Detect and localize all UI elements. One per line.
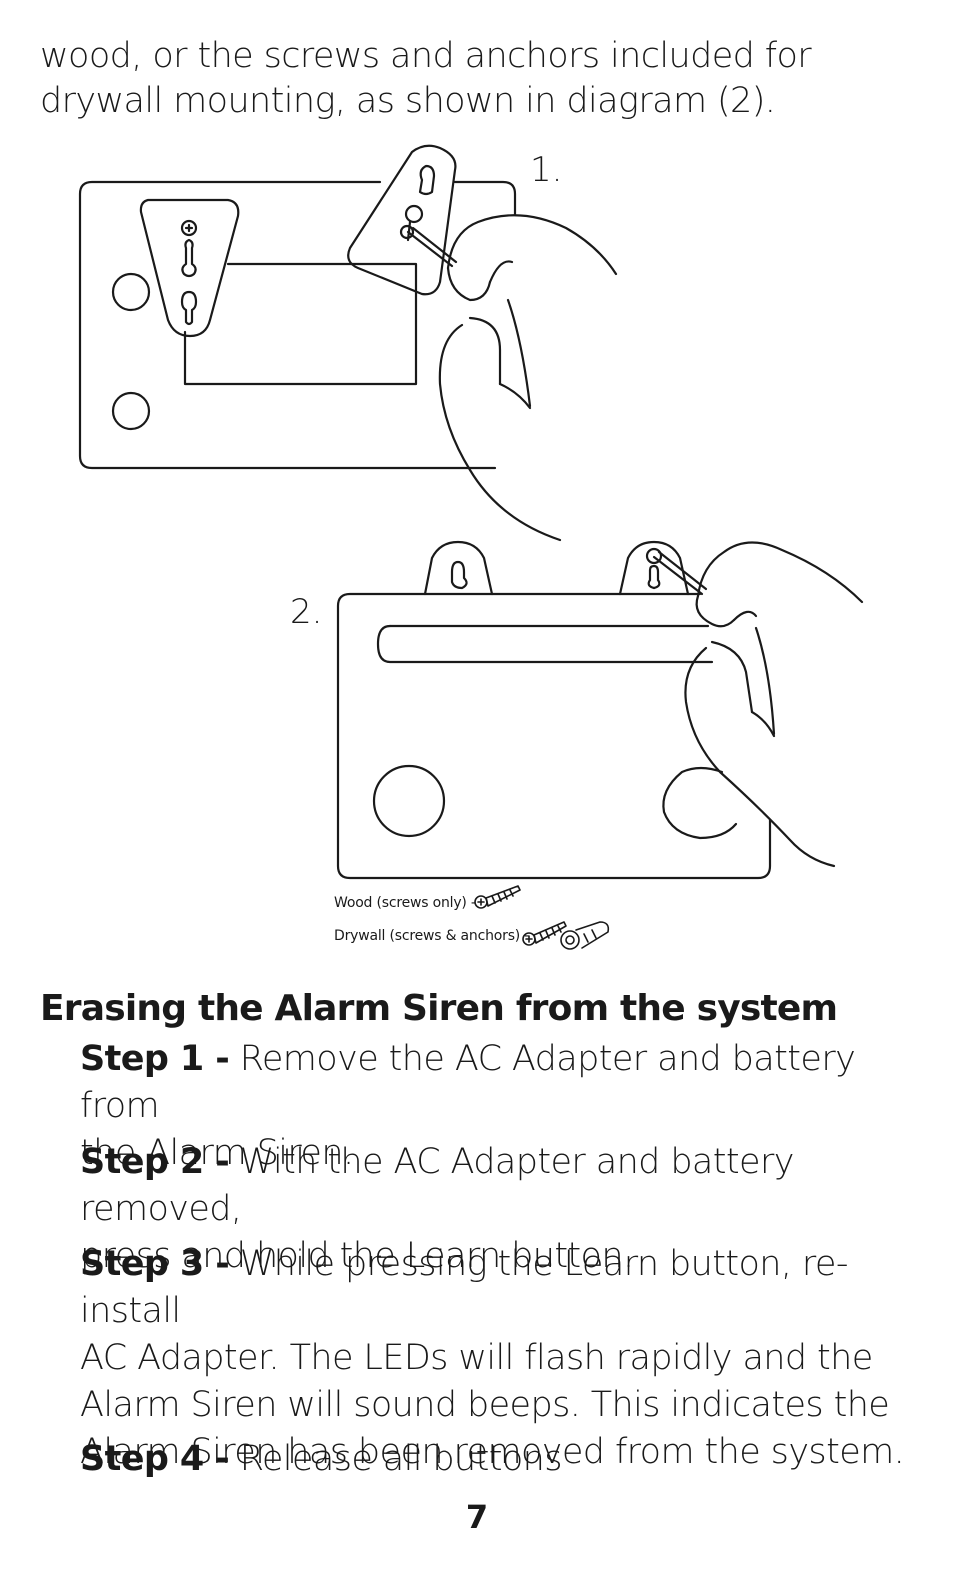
- step-text: While pressing the Learn button, re-inst…: [80, 1244, 848, 1331]
- step-text: With the AC Adapter and battery removed,: [80, 1142, 794, 1229]
- step-line: Step 4 - Release all buttons: [80, 1436, 940, 1483]
- diagram-2-label: 2.: [290, 592, 323, 632]
- wall-anchor-icon: [560, 921, 610, 950]
- intro-paragraph: wood, or the screws and anchors included…: [40, 34, 920, 124]
- intro-line: wood, or the screws and anchors included…: [40, 36, 812, 76]
- diagram-1-label: 1.: [530, 150, 563, 190]
- step-label: Step 1 -: [80, 1039, 230, 1079]
- step-label: Step 2 -: [80, 1142, 230, 1182]
- step-2: Step 2 - With the AC Adapter and battery…: [80, 1139, 940, 1280]
- step-text: press and hold the Learn button.: [80, 1236, 634, 1276]
- mounting-diagram: [78, 144, 864, 950]
- page-number: 7: [465, 1498, 489, 1536]
- step-text: Release all buttons: [229, 1439, 563, 1479]
- step-line: Step 2 - With the AC Adapter and battery…: [80, 1139, 940, 1233]
- wood-screw-icon: [474, 885, 521, 909]
- step-text: Alarm Siren will sound beeps. This indic…: [80, 1385, 890, 1425]
- step-label: Step 3 -: [80, 1244, 230, 1284]
- step-1: Step 1 - Remove the AC Adapter and batte…: [80, 1036, 940, 1177]
- section-heading: Erasing the Alarm Siren from the system: [40, 988, 838, 1029]
- step-text: Alarm Siren has been removed from the sy…: [80, 1432, 905, 1472]
- diagram-1-device: [78, 144, 618, 542]
- step-4: Step 4 - Release all buttons: [80, 1436, 940, 1483]
- step-label: Step 4 -: [80, 1439, 230, 1479]
- step-text: the Alarm Siren.: [80, 1133, 354, 1173]
- step-3: Step 3 - While pressing the Learn button…: [80, 1241, 940, 1476]
- diagram-2-device: [336, 540, 864, 880]
- legend-wood: Wood (screws only) -: [334, 895, 476, 911]
- step-line: Step 1 - Remove the AC Adapter and batte…: [80, 1036, 940, 1130]
- intro-line: drywall mounting, as shown in diagram (2…: [40, 81, 776, 121]
- step-text: AC Adapter. The LEDs will flash rapidly …: [80, 1338, 873, 1378]
- drywall-screw-icon: [522, 921, 567, 946]
- legend-drywall: Drywall (screws & anchors) -: [334, 928, 530, 944]
- step-line: Step 3 - While pressing the Learn button…: [80, 1241, 940, 1335]
- step-text: Remove the AC Adapter and battery from: [80, 1039, 856, 1126]
